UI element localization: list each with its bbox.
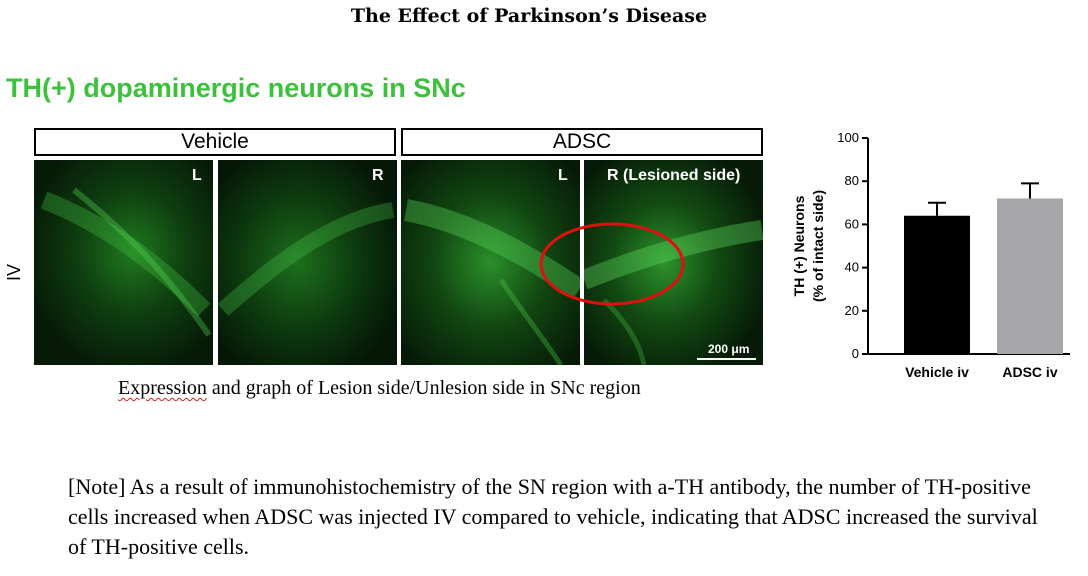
category-label: Vehicle iv (905, 364, 969, 380)
scale-bar-label: 200 μm (708, 342, 750, 356)
section-heading: TH(+) dopaminergic neurons in SNc (6, 73, 466, 103)
scale-bar (697, 358, 756, 360)
y-tick-label: 0 (852, 346, 859, 361)
micrograph-vehicle-left (34, 160, 213, 365)
note-paragraph: [Note] As a result of immunohistochemist… (68, 474, 1038, 559)
group-label-vehicle: Vehicle (34, 128, 396, 156)
group-label-adsc: ADSC (401, 128, 763, 156)
panel-label-vehicle-l: L (192, 167, 202, 184)
bar-chart: 0 20 40 60 80 100 TH (+) Neurons(% of intact s… (791, 130, 1070, 380)
bar-vehicle-iv (904, 215, 970, 354)
micrograph-adsc-right (584, 160, 763, 365)
y-tick-label: 80 (845, 173, 859, 188)
lesion-highlight-ellipse (539, 222, 685, 306)
caption-rest: and graph of Lesion side/Unlesion side i… (206, 377, 641, 399)
y-tick-label: 100 (837, 130, 859, 145)
micrograph-vehicle-right (218, 160, 397, 365)
micrograph-adsc-left (401, 160, 580, 365)
y-tick-label: 20 (845, 303, 859, 318)
panel-label-adsc-r: R (Lesioned side) (607, 167, 741, 184)
page-title: The Effect of Parkinson’s Disease (350, 5, 708, 27)
y-tick-label: 40 (845, 260, 859, 275)
figure-caption: Expression and graph of Lesion side/Unle… (118, 377, 641, 400)
panel-label-adsc-l: L (558, 167, 568, 184)
panel-label-vehicle-r: R (372, 167, 384, 184)
caption-first-word: Expression (118, 377, 207, 399)
y-axis-label: TH (+) Neurons(% of intact side) (791, 190, 826, 302)
y-tick-label: 60 (845, 216, 859, 231)
category-label: ADSC iv (1002, 364, 1057, 380)
bar-adsc-iv (997, 198, 1063, 354)
